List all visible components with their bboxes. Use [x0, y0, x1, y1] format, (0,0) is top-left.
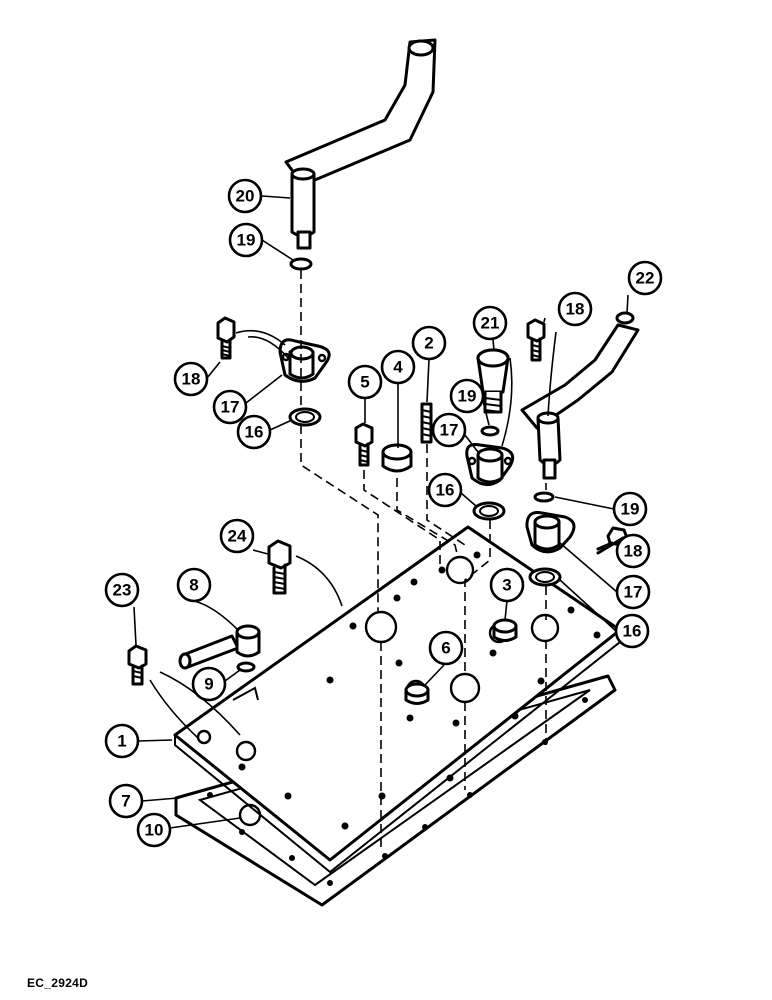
callout-17-right: 17 — [615, 574, 651, 610]
stud-2 — [420, 402, 433, 444]
callout-label-16-left: 16 — [245, 423, 264, 442]
callout-21: 21 — [472, 305, 508, 341]
callout-16-left: 16 — [236, 414, 272, 450]
callout-label-18-left: 18 — [182, 370, 201, 389]
fitting-8 — [178, 624, 261, 670]
callout-label-4: 4 — [393, 358, 403, 377]
bracket-right — [525, 511, 576, 554]
callout-23: 23 — [104, 572, 140, 608]
callout-label-18-upper-right: 18 — [566, 300, 585, 319]
callout-9: 9 — [191, 666, 227, 702]
callout-18-upper-right: 18 — [557, 291, 593, 327]
callout-3: 3 — [489, 567, 525, 603]
callout-label-17-left: 17 — [221, 398, 240, 417]
callout-16-middle: 16 — [427, 472, 463, 508]
callout-17-left: 17 — [212, 389, 248, 425]
callout-label-8: 8 — [189, 576, 198, 595]
callout-10: 10 — [136, 812, 172, 848]
callout-19-right: 19 — [612, 491, 648, 527]
callout-5: 5 — [347, 364, 383, 400]
washer-9 — [236, 661, 256, 673]
bolt-24 — [267, 539, 292, 595]
bolt-23 — [127, 644, 148, 686]
bolt-left — [216, 316, 236, 360]
callout-label-22: 22 — [636, 269, 655, 288]
o-ring-upper — [289, 257, 313, 271]
callout-16-right: 16 — [614, 613, 650, 649]
callout-19-middle: 19 — [449, 378, 485, 414]
callout-label-9: 9 — [204, 675, 213, 694]
callout-17-middle: 17 — [431, 412, 467, 448]
figure-reference-code: EC_2924D — [27, 976, 89, 990]
callout-label-19-middle: 19 — [458, 387, 477, 406]
callout-label-19-top: 19 — [237, 231, 256, 250]
callout-4: 4 — [380, 349, 416, 385]
callout-label-24: 24 — [228, 527, 247, 546]
callout-label-21: 21 — [481, 314, 500, 333]
alignment-lines — [300, 270, 547, 850]
shaft-21 — [476, 348, 510, 414]
bracket-middle — [465, 443, 515, 486]
callout-label-20: 20 — [236, 187, 255, 206]
callout-label-3: 3 — [502, 576, 511, 595]
callout-label-23: 23 — [113, 581, 132, 600]
callout-24: 24 — [219, 518, 255, 554]
bracket-left — [278, 338, 331, 383]
callout-label-7: 7 — [121, 792, 130, 811]
bolt-5 — [354, 422, 374, 467]
plug-3 — [492, 618, 518, 642]
callout-1: 1 — [104, 723, 140, 759]
callout-8: 8 — [176, 567, 212, 603]
callout-18-lower-right: 18 — [615, 533, 651, 569]
o-ring-mid — [480, 425, 500, 437]
callout-18-left: 18 — [173, 361, 209, 397]
callout-2: 2 — [411, 325, 447, 361]
callout-label-5: 5 — [360, 373, 369, 392]
callout-label-19-right: 19 — [621, 500, 640, 519]
callout-22: 22 — [627, 260, 663, 296]
plug-6 — [404, 682, 430, 705]
callout-label-1: 1 — [117, 732, 126, 751]
callout-label-16-middle: 16 — [436, 481, 455, 500]
callout-label-6: 6 — [441, 639, 450, 658]
plug-4 — [381, 443, 413, 473]
callout-label-17-middle: 17 — [440, 421, 459, 440]
callout-7: 7 — [108, 783, 144, 819]
callout-19-top: 19 — [228, 222, 264, 258]
callout-6: 6 — [428, 630, 464, 666]
callout-label-2: 2 — [424, 334, 433, 353]
callout-label-18-lower-right: 18 — [624, 542, 643, 561]
callout-label-17-right: 17 — [624, 583, 643, 602]
callout-label-16-right: 16 — [623, 622, 642, 641]
callout-20: 20 — [227, 178, 263, 214]
bolt-upper-right — [526, 318, 546, 362]
upper-lever — [284, 38, 437, 250]
o-ring-right — [533, 491, 555, 503]
callout-label-10: 10 — [145, 821, 164, 840]
